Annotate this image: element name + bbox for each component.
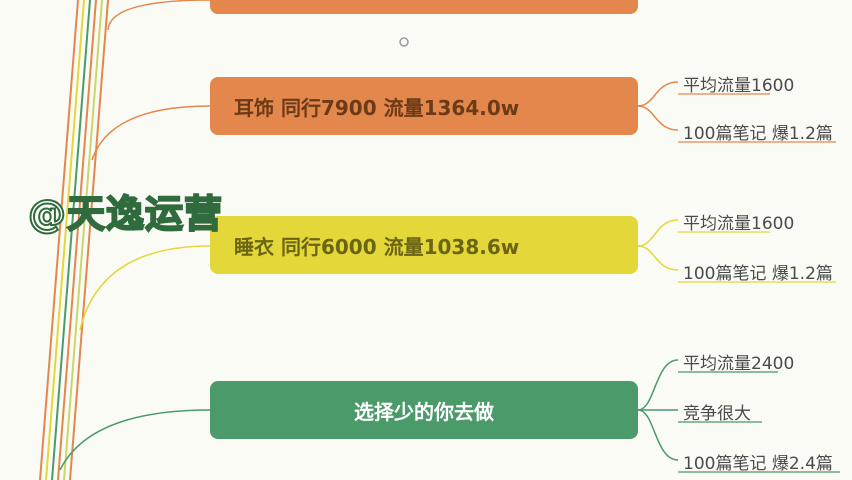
- top-node[interactable]: [210, 0, 638, 14]
- node-choose-less[interactable]: 选择少的你去做: [210, 381, 638, 439]
- leaf-pajamas-notes[interactable]: 100篇笔记 爆1.2篇: [683, 264, 833, 284]
- watermark: @天逸运营: [27, 191, 224, 237]
- node-pajamas-label: 睡衣 同行6000 流量1038.6w: [234, 234, 520, 259]
- leaf-choose-competition[interactable]: 竞争很大: [683, 404, 751, 424]
- node-earrings[interactable]: 耳饰 同行7900 流量1364.0w: [210, 77, 638, 135]
- leaf-choose-notes[interactable]: 100篇笔记 爆2.4篇: [683, 454, 833, 474]
- node-pajamas[interactable]: 睡衣 同行6000 流量1038.6w: [210, 216, 638, 274]
- cursor-icon: [399, 37, 409, 47]
- leaf-earrings-notes[interactable]: 100篇笔记 爆1.2篇: [683, 124, 833, 144]
- leaf-choose-avg[interactable]: 平均流量2400: [683, 354, 795, 374]
- node-choose-less-label: 选择少的你去做: [354, 399, 494, 424]
- leaf-pajamas-avg[interactable]: 平均流量1600: [683, 214, 795, 234]
- node-earrings-label: 耳饰 同行7900 流量1364.0w: [234, 95, 520, 120]
- leaf-earrings-avg[interactable]: 平均流量1600: [683, 76, 795, 96]
